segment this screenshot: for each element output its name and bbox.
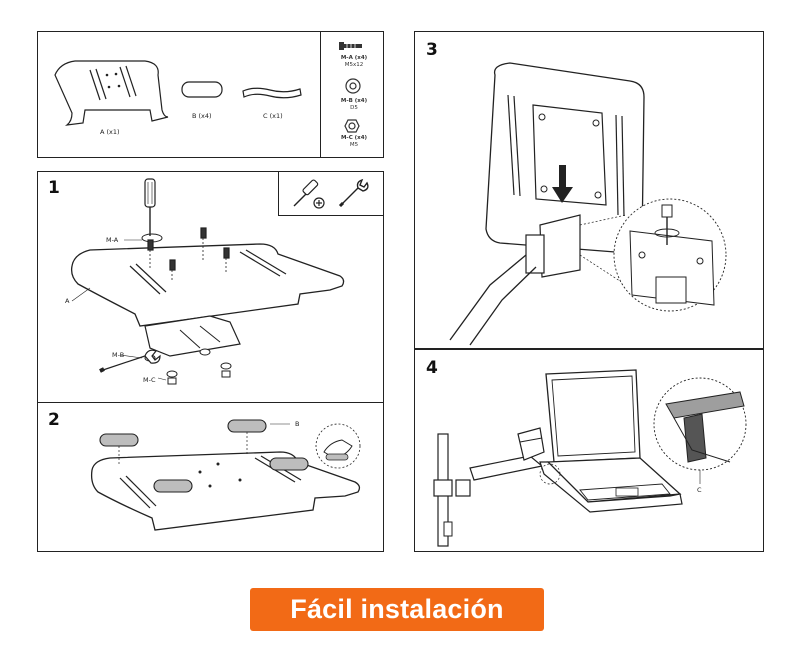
step-2-illustration [90, 419, 361, 531]
screwdriver-icon [293, 179, 325, 209]
step-1-mc-label: M-C [143, 376, 156, 384]
step-1-a-label: A [65, 297, 70, 305]
pad-illustration [181, 81, 223, 98]
banner-text: Fácil instalación [290, 594, 504, 624]
nut-code: M-C (x4) [340, 135, 368, 141]
step-4-number: 4 [426, 358, 438, 378]
screw-icon [339, 42, 362, 50]
step-3-number: 3 [426, 40, 438, 60]
tools-box [278, 171, 384, 216]
hardware-panel [320, 31, 384, 158]
washer-icon [345, 78, 361, 94]
arrow-down-icon [552, 165, 573, 203]
step-1-mb-label: M-B [112, 351, 125, 359]
rotate-icon [654, 228, 680, 238]
step-1-ma-label: M-A [106, 236, 119, 244]
screw-code: M-A (x4) [340, 55, 368, 61]
step-1-illustration [70, 178, 345, 385]
nut-size: M5 [349, 141, 359, 148]
screw-label: M-A (x4) M5x12 [334, 55, 374, 69]
step-3-illustration [449, 62, 727, 346]
wrench-icon [338, 178, 369, 208]
easy-install-banner: Fácil instalación [250, 588, 544, 631]
washer-label: M-B (x4) D5 [334, 98, 374, 112]
part-c-label: C (x1) [263, 112, 283, 120]
part-a-label: A (x1) [100, 128, 120, 136]
nut-icon [344, 119, 360, 133]
step-2-number: 2 [48, 410, 60, 430]
step-4-c-label: C [697, 486, 702, 494]
washer-size: D5 [350, 104, 358, 111]
step-1-number: 1 [48, 178, 60, 198]
nut-label: M-C (x4) M5 [334, 135, 374, 149]
plate-illustration [54, 60, 169, 126]
step-4-illustration [433, 369, 747, 547]
washer-code: M-B (x4) [340, 98, 368, 104]
step-2-b-label: B [295, 420, 300, 428]
screw-size: M5x12 [344, 61, 364, 68]
strap-illustration [242, 87, 302, 99]
part-b-label: B (x4) [192, 112, 212, 120]
